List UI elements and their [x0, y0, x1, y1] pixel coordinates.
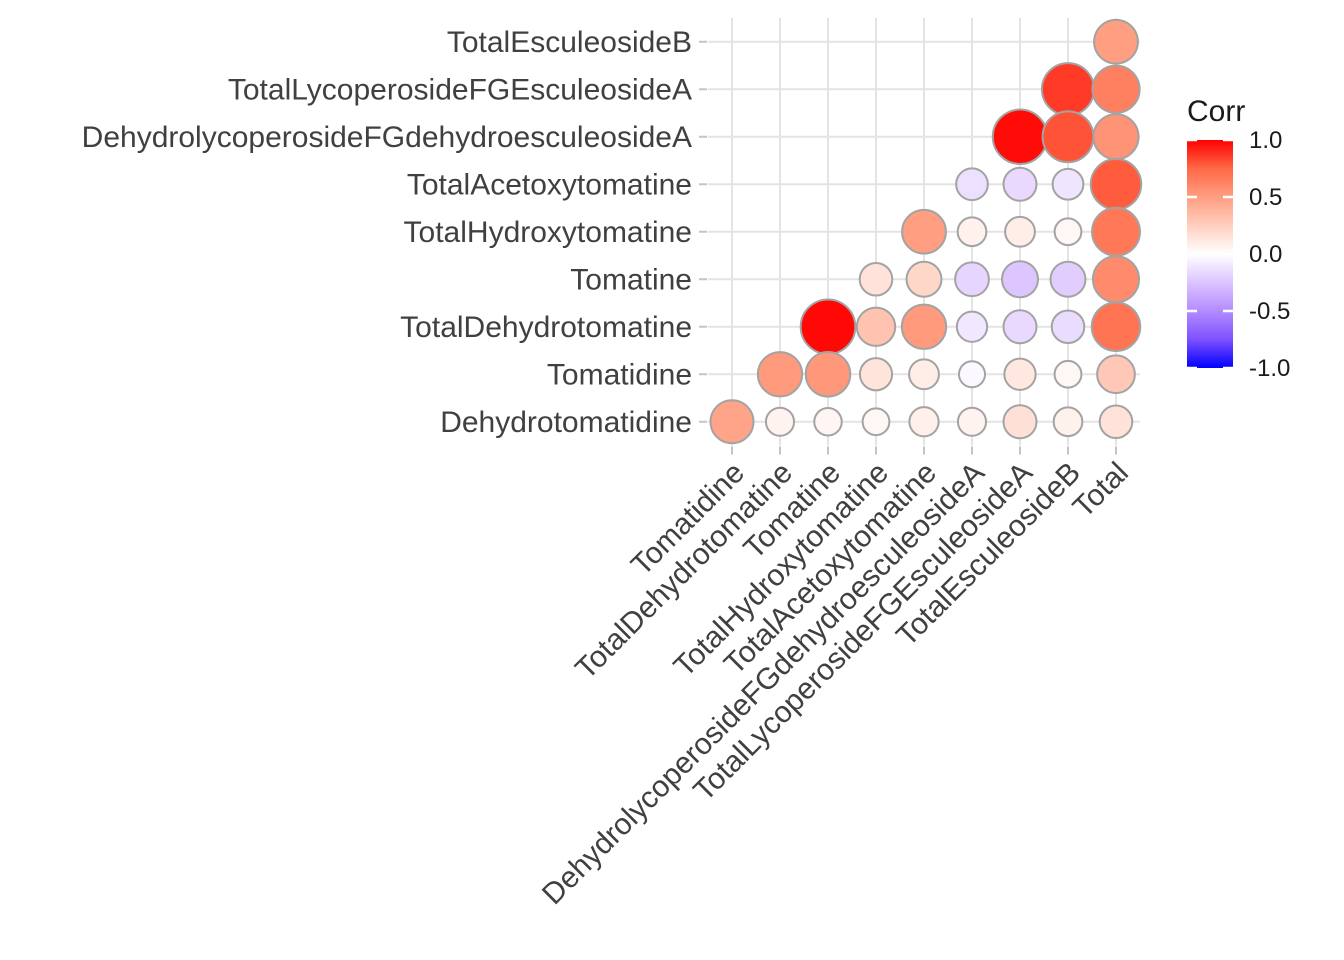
corr-circle — [991, 108, 1049, 165]
corr-circle — [1003, 357, 1037, 391]
y-axis-label: TotalLycoperosideFGEsculeosideA — [228, 73, 692, 106]
legend-tick-label: 1.0 — [1249, 127, 1282, 154]
corr-circle — [957, 360, 987, 389]
corr-circle — [813, 407, 843, 437]
corr-circle — [1004, 215, 1036, 248]
corr-circle — [1053, 217, 1083, 247]
y-axis-label: Dehydrotomatidine — [440, 406, 692, 439]
corr-circle — [709, 399, 755, 445]
x-axis-label: Total — [1067, 456, 1135, 524]
corr-circle — [756, 351, 804, 398]
corr-circle — [956, 216, 988, 248]
corr-circle — [858, 357, 894, 392]
corr-circle — [858, 261, 894, 297]
corr-circle — [804, 350, 852, 398]
corr-circle — [954, 261, 990, 298]
legend-layer: Corr 1.0 0.5 0.0 -0.5 -1.0 — [1187, 95, 1290, 382]
corr-circle — [1040, 62, 1096, 117]
corr-circle — [955, 167, 989, 202]
y-axis-label: TotalEsculeosideB — [447, 26, 692, 59]
corr-circle — [764, 406, 796, 437]
corr-circle — [1053, 359, 1083, 389]
corr-circle — [1093, 18, 1139, 65]
bubble-layer — [709, 18, 1143, 445]
y-axis-label: DehydrolycoperosideFGdehydroesculeosideA — [82, 121, 692, 154]
corr-circle — [1002, 166, 1038, 202]
corr-circle — [1002, 404, 1038, 440]
corr-circle — [1041, 110, 1095, 164]
legend-title: Corr — [1187, 95, 1245, 128]
corr-circle — [1050, 309, 1086, 345]
corr-circle — [861, 407, 891, 437]
y-axis-label: TotalHydroxytomatine — [404, 216, 692, 249]
corr-circle — [1051, 167, 1085, 201]
corr-circle — [1052, 406, 1084, 438]
corr-circle — [908, 406, 940, 438]
corr-circle — [1096, 354, 1136, 395]
corr-circle — [956, 406, 988, 437]
legend-tick-label: 0.5 — [1249, 184, 1282, 211]
corr-circle — [908, 358, 940, 391]
corr-circle — [1049, 260, 1087, 298]
corr-circle — [1098, 404, 1134, 440]
corr-circle — [1091, 206, 1141, 257]
corr-circle — [1091, 64, 1141, 114]
y-axis-label: Tomatine — [570, 263, 692, 296]
corr-circle — [1000, 260, 1040, 299]
corr-circle — [955, 310, 989, 343]
corr-circle — [855, 306, 897, 347]
corr-circle — [1090, 301, 1142, 352]
corr-circle — [901, 208, 947, 255]
corr-circle — [1092, 113, 1140, 161]
corr-circle — [799, 298, 857, 356]
corr-circle — [1091, 255, 1141, 304]
legend-tick-label: 0.0 — [1249, 241, 1282, 268]
axis-layer: TotalEsculeosideB TotalLycoperosideFGEscu… — [82, 26, 1135, 911]
y-axis-label: Tomatidine — [547, 358, 692, 391]
corr-circle — [900, 303, 948, 350]
y-axis-label: TotalAcetoxytomatine — [407, 168, 692, 201]
legend-tick-label: -1.0 — [1249, 355, 1290, 382]
corr-circle — [1002, 309, 1038, 345]
y-axis-label: TotalDehydrotomatine — [400, 311, 692, 344]
corr-circle — [1089, 158, 1143, 211]
legend-tick-label: -0.5 — [1249, 298, 1290, 325]
corr-circle — [905, 260, 943, 298]
